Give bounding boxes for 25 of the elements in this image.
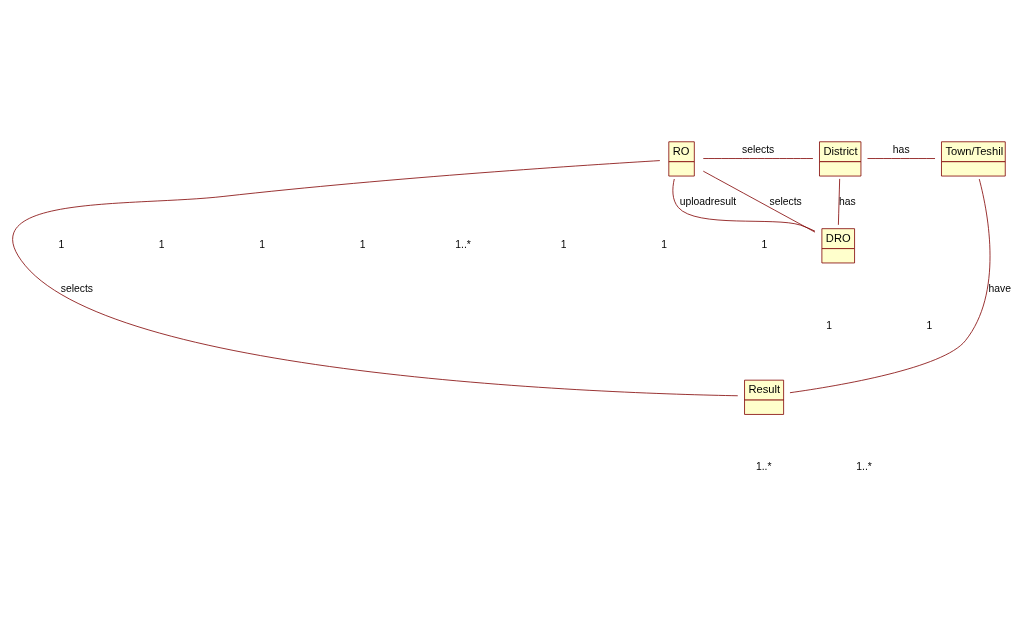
label: 1	[560, 238, 567, 250]
label: 1..*	[755, 460, 772, 472]
label: 1	[359, 238, 366, 250]
edge-label: selects	[60, 282, 93, 294]
edge-label: selects	[769, 195, 802, 207]
label: 1	[926, 319, 933, 331]
edge-label: has	[892, 143, 910, 155]
connector	[672, 178, 816, 232]
label: 1	[259, 238, 266, 250]
connector	[789, 178, 991, 393]
label: 1	[761, 238, 768, 250]
edge-label: uploadresult	[679, 195, 737, 207]
connector	[867, 157, 936, 159]
label: 1..*	[856, 460, 872, 472]
label: 1	[826, 319, 832, 331]
label: 1	[661, 238, 667, 250]
label: 1	[58, 238, 65, 250]
connector	[702, 170, 816, 233]
edge-label: selects	[741, 143, 775, 155]
connector	[838, 178, 841, 225]
connector	[702, 157, 814, 159]
edge-label: have	[988, 282, 1011, 294]
label: 1..*	[455, 238, 471, 250]
label: 1	[158, 238, 165, 250]
edge-label: has	[839, 195, 856, 207]
